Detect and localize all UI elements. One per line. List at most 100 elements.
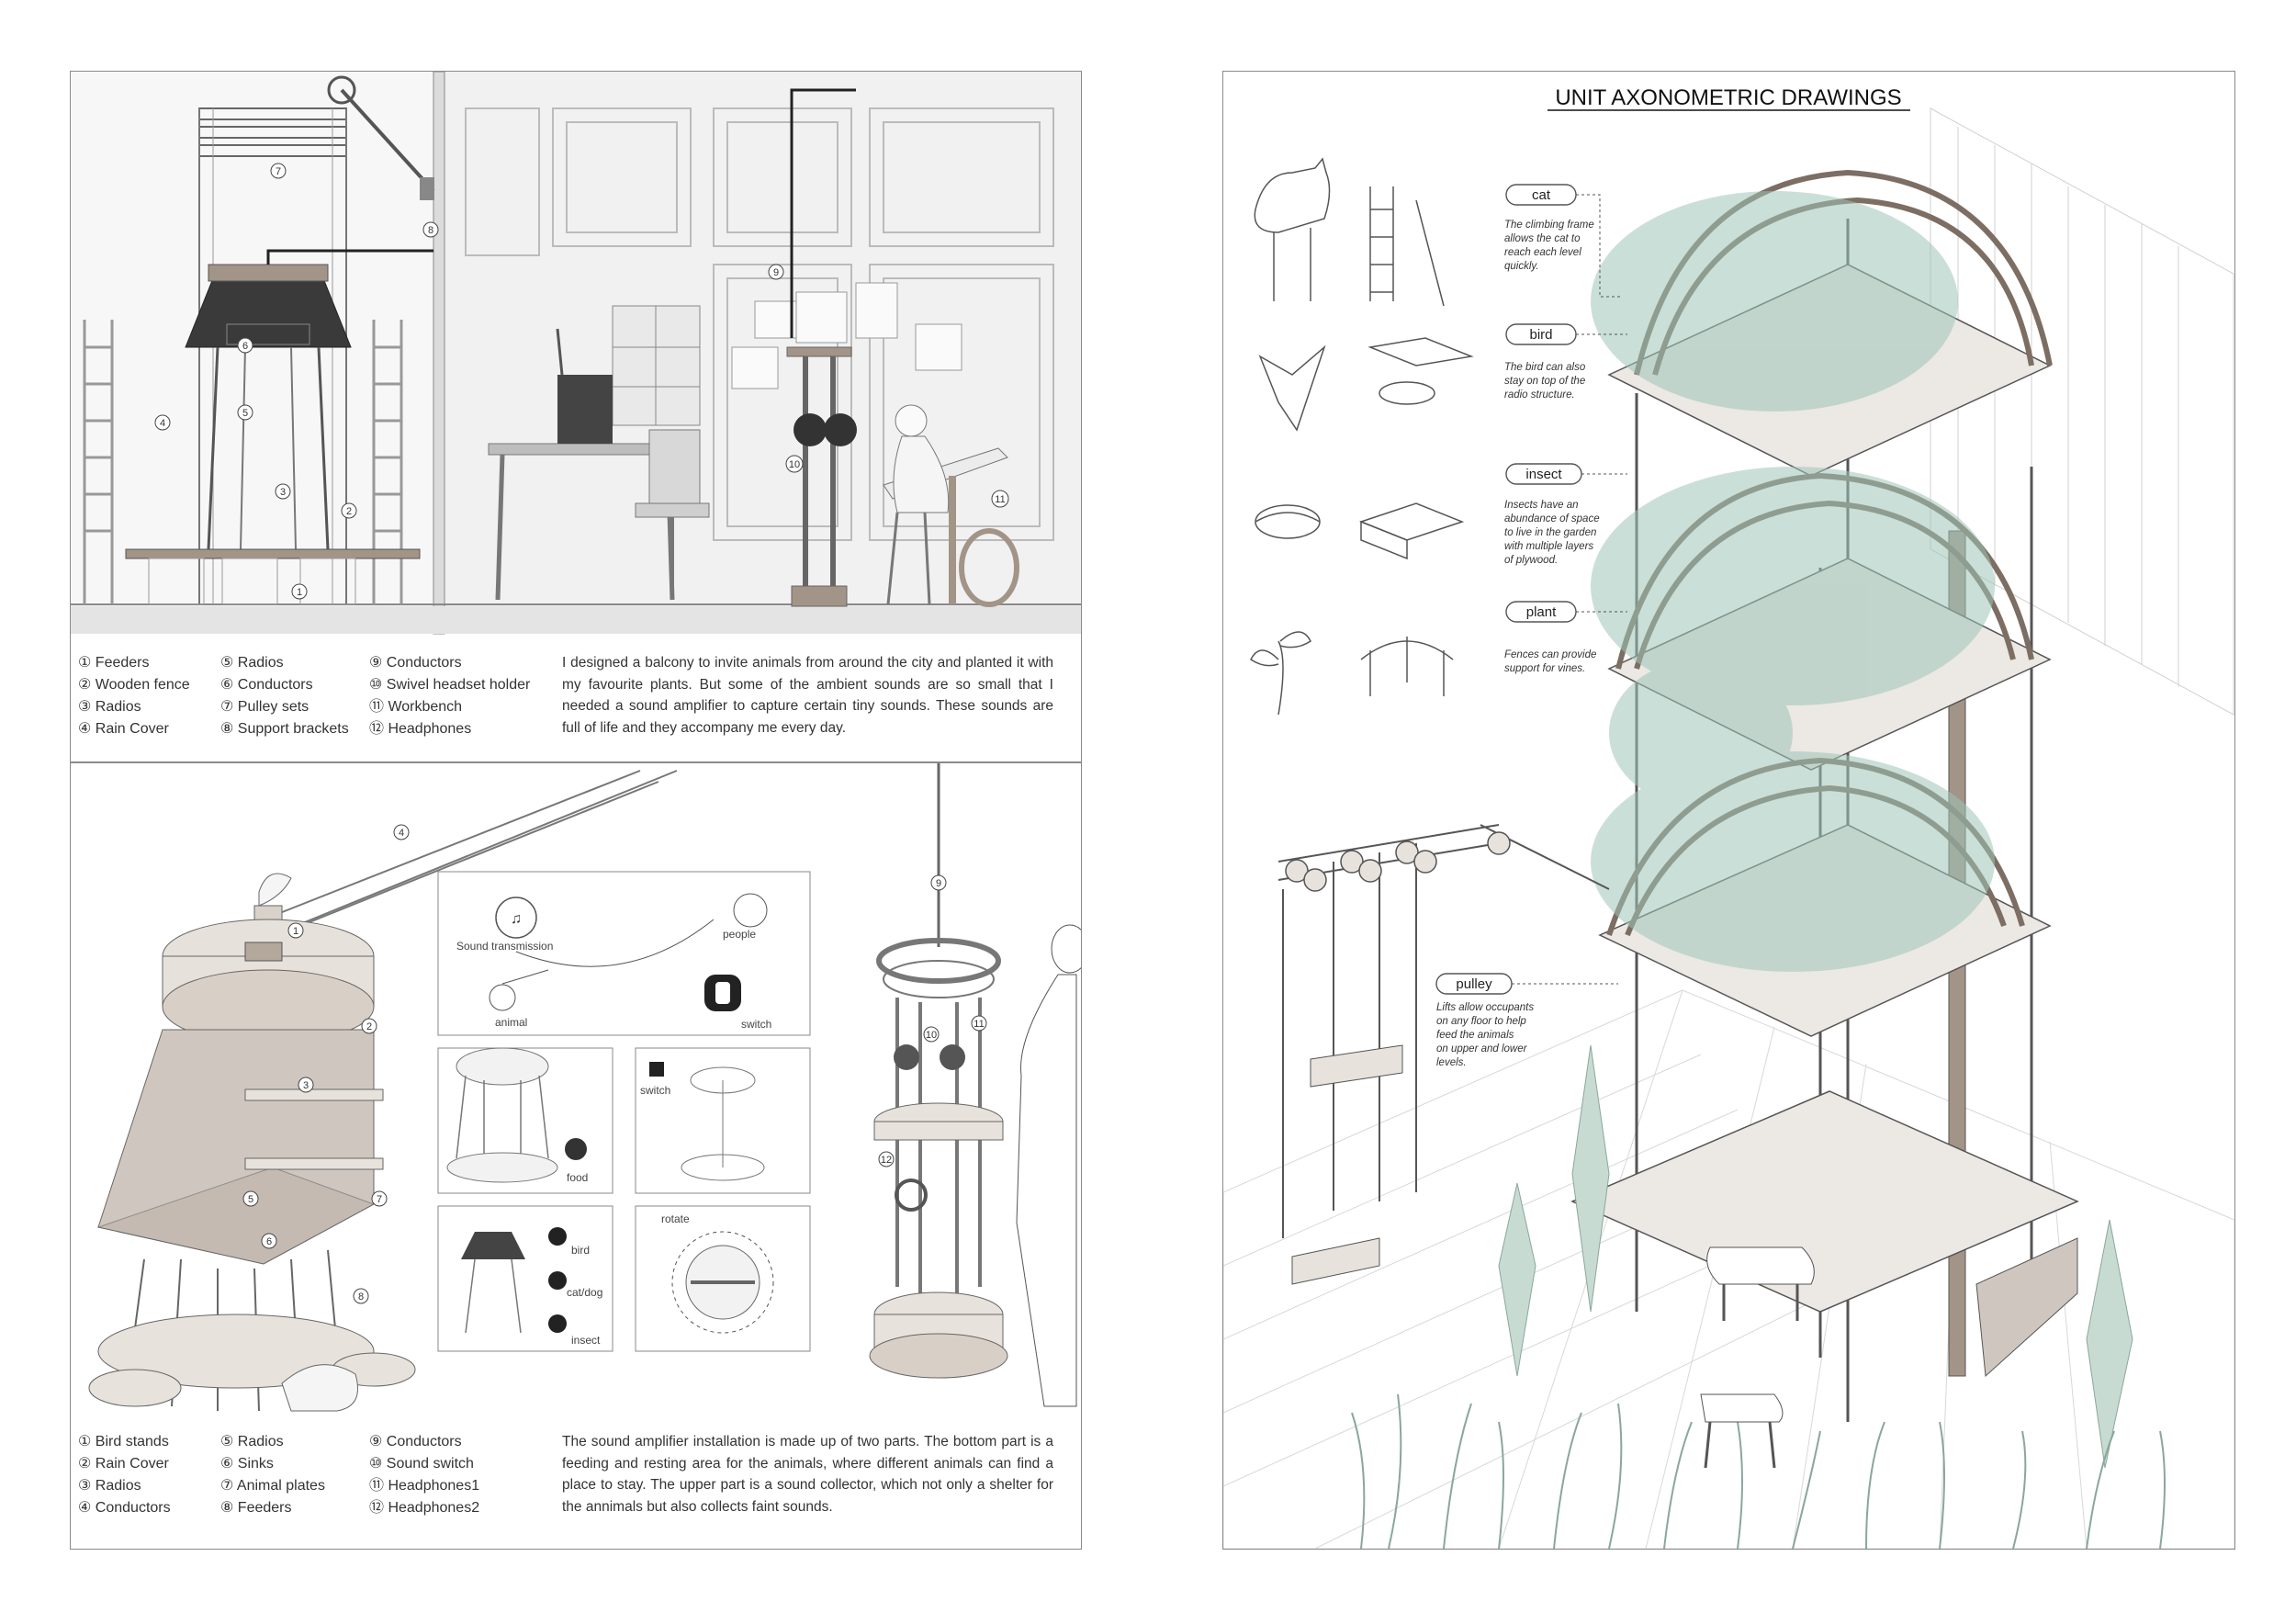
legend-item: ① Feeders <box>78 655 150 671</box>
legend-item: ② Rain Cover <box>78 1456 169 1472</box>
legend-item: ⑪ Headphones1 <box>369 1478 480 1494</box>
right-page-panel: UNIT AXONOMETRIC DRAWINGS <box>1222 71 2235 1550</box>
top-markers: 7 8 6 4 5 3 2 1 9 10 11 <box>154 163 1009 600</box>
top-legend-col3: ⑨ Conductors ⑩ Swivel headset holder ⑪ W… <box>369 652 530 740</box>
legend-item: ③ Radios <box>78 699 141 715</box>
tag-plant: plant Fences can provide support for vin… <box>1504 601 1627 674</box>
bird-note-2: stay on top of the <box>1504 376 1585 387</box>
marker-7: 7 <box>276 166 281 177</box>
tag-pulley-label: pulley <box>1456 976 1492 992</box>
marker-4: 4 <box>160 418 165 429</box>
plant-note-1: Fences can provide <box>1504 649 1596 660</box>
tag-bird-label: bird <box>1529 327 1552 343</box>
legend-item: ⑧ Feeders <box>220 1500 292 1516</box>
legend-item: ③ Radios <box>78 1478 141 1494</box>
legend-item: ⑫ Headphones2 <box>369 1500 480 1516</box>
balcony-section-drawing: 7 8 6 4 5 3 2 1 9 10 11 <box>71 72 1081 635</box>
marker-9: 9 <box>773 267 779 278</box>
insect-note-5: of plywood. <box>1504 555 1558 566</box>
b-marker-10: 10 <box>926 1030 937 1041</box>
cat-note-2: allows the cat to <box>1504 233 1581 244</box>
label-cat-dog: cat/dog <box>567 1286 602 1299</box>
b-marker-2: 2 <box>366 1021 372 1032</box>
top-left-panel: 7 8 6 4 5 3 2 1 9 10 11 ① Feeders ② Wood… <box>70 71 1082 762</box>
tag-insect: insect Insects have an abundance of spac… <box>1504 463 1627 566</box>
insect-note-1: Insects have an <box>1504 500 1579 511</box>
bottom-left-panel: 1 4 2 3 5 7 6 8 ♫ Sound transmission peo… <box>70 762 1082 1550</box>
marker-6: 6 <box>242 341 248 352</box>
legend-item: ⑨ Conductors <box>369 1434 462 1449</box>
tag-insect-label: insect <box>1525 467 1562 482</box>
pulley-note-3: feed the animals <box>1436 1030 1514 1041</box>
b-marker-12: 12 <box>881 1155 892 1166</box>
page-title: UNIT AXONOMETRIC DRAWINGS <box>1555 85 1901 110</box>
axonometric-tower-drawing: UNIT AXONOMETRIC DRAWINGS <box>1223 85 2234 1549</box>
pulley-note-2: on any floor to help <box>1436 1016 1526 1027</box>
b-marker-1: 1 <box>293 926 298 937</box>
plant-note-2: support for vines. <box>1504 663 1585 674</box>
top-legend-col2: ⑤ Radios ⑥ Conductors ⑦ Pulley sets ⑧ Su… <box>220 652 349 740</box>
legend-item: ④ Rain Cover <box>78 721 169 737</box>
b-marker-9: 9 <box>936 878 941 889</box>
tag-plant-label: plant <box>1526 604 1557 620</box>
legend-item: ① Bird stands <box>78 1434 169 1449</box>
pulley-note-4: on upper and lower <box>1436 1043 1528 1054</box>
top-description: I designed a balcony to invite animals f… <box>562 655 1053 736</box>
bottom-legend-col3: ⑨ Conductors ⑩ Sound switch ⑪ Headphones… <box>369 1431 479 1519</box>
label-switch: switch <box>741 1018 771 1031</box>
label-sound-transmission: Sound transmission <box>456 940 553 953</box>
bottom-legend-col2: ⑤ Radios ⑥ Sinks ⑦ Animal plates ⑧ Feede… <box>220 1431 325 1519</box>
tag-cat: cat The climbing frame allows the cat to… <box>1504 184 1623 298</box>
bottom-legend-col1: ① Bird stands ② Rain Cover ③ Radios ④ Co… <box>78 1431 171 1519</box>
b-marker-7: 7 <box>377 1194 382 1205</box>
legend-item: ② Wooden fence <box>78 677 190 693</box>
legend-item: ⑤ Radios <box>220 1434 284 1449</box>
insect-note-4: with multiple layers <box>1504 541 1593 552</box>
marker-3: 3 <box>280 487 286 498</box>
pulley-note-1: Lifts allow occupants <box>1436 1002 1534 1013</box>
legend-item: ⑥ Sinks <box>220 1456 274 1472</box>
label-rotate: rotate <box>661 1212 690 1225</box>
tag-cat-label: cat <box>1532 187 1551 203</box>
bottom-description: The sound amplifier installation is made… <box>562 1434 1053 1515</box>
legend-item: ⑨ Conductors <box>369 655 462 671</box>
label-animal: animal <box>495 1016 527 1029</box>
label-insect: insect <box>571 1334 601 1347</box>
sound-amplifier-drawing: 1 4 2 3 5 7 6 8 ♫ Sound transmission peo… <box>88 763 1081 1412</box>
b-marker-3: 3 <box>303 1080 309 1091</box>
legend-item: ⑩ Swivel headset holder <box>369 677 531 693</box>
label-switch-2: switch <box>640 1084 670 1097</box>
b-marker-8: 8 <box>358 1291 364 1303</box>
legend-item: ⑫ Headphones <box>369 721 472 737</box>
svg-text:♫: ♫ <box>511 911 522 927</box>
insect-note-2: abundance of space <box>1504 513 1600 524</box>
tag-bird: bird The bird can also stay on top of th… <box>1504 323 1627 400</box>
marker-11: 11 <box>995 494 1005 505</box>
legend-item: ⑦ Animal plates <box>220 1478 325 1494</box>
insect-note-3: to live in the garden <box>1504 527 1596 538</box>
cat-note-3: reach each level <box>1504 247 1581 258</box>
marker-2: 2 <box>346 506 352 517</box>
marker-1: 1 <box>297 587 302 598</box>
cat-note-4: quickly. <box>1504 261 1539 272</box>
bird-note-1: The bird can also <box>1504 362 1586 373</box>
bird-note-3: radio structure. <box>1504 389 1575 400</box>
legend-item: ⑤ Radios <box>220 655 284 671</box>
label-food: food <box>567 1171 588 1184</box>
label-people: people <box>723 928 756 941</box>
top-legend-col1: ① Feeders ② Wooden fence ③ Radios ④ Rain… <box>78 652 190 740</box>
marker-8: 8 <box>428 225 433 236</box>
tag-pulley: pulley Lifts allow occupants on any floo… <box>1435 973 1618 1068</box>
legend-item: ⑪ Workbench <box>369 699 463 715</box>
marker-5: 5 <box>242 408 248 419</box>
b-marker-6: 6 <box>266 1236 272 1247</box>
b-marker-5: 5 <box>248 1194 253 1205</box>
cat-note-1: The climbing frame <box>1504 220 1594 231</box>
b-marker-11: 11 <box>974 1019 984 1030</box>
legend-item: ⑧ Support brackets <box>220 721 349 737</box>
label-bird: bird <box>571 1244 590 1257</box>
b-marker-4: 4 <box>399 828 404 839</box>
legend-item: ④ Conductors <box>78 1500 171 1516</box>
legend-item: ⑦ Pulley sets <box>220 699 310 715</box>
marker-10: 10 <box>789 459 800 470</box>
